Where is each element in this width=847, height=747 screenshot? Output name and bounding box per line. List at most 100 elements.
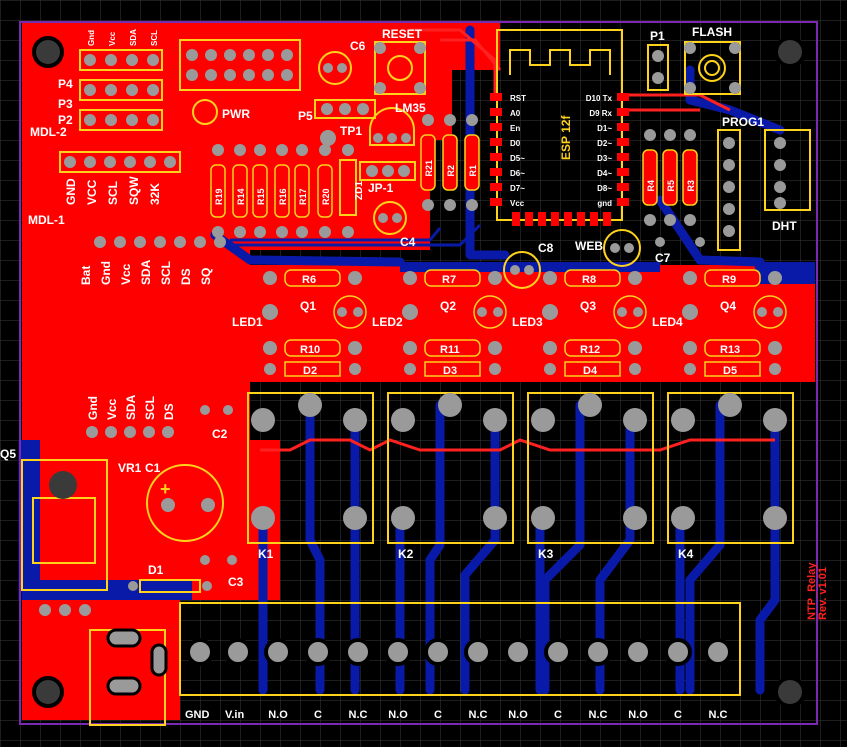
- diode-body: [284, 361, 341, 377]
- lm35-label: LM35: [395, 101, 426, 115]
- terminal-label: N.C: [469, 709, 488, 721]
- mounting-hole-bottom-left: [32, 676, 64, 708]
- terminal-screw: [186, 638, 214, 666]
- transistor-outline: [613, 295, 647, 329]
- led-label: LED1: [232, 315, 263, 329]
- relay-coil-pad: [671, 408, 695, 432]
- relay-nc-pad: [343, 408, 367, 432]
- resistor-label: R13: [720, 344, 740, 356]
- relay-nc-pad: [623, 408, 647, 432]
- c1-capacitor: + C1 VR1: [118, 461, 224, 542]
- resistor-label: R1: [468, 165, 478, 177]
- ds-pad: [214, 236, 226, 248]
- resistor-body: [424, 269, 481, 287]
- resistor-body: [662, 149, 678, 206]
- diode-label: D2: [303, 365, 317, 377]
- resistor-pad: [212, 144, 224, 156]
- resistor-pad: [683, 271, 697, 285]
- ds-pin-label: DS: [179, 268, 193, 285]
- q5-regulator: Q5: [0, 447, 108, 616]
- esp-pin-right: D8~: [597, 184, 612, 193]
- esp-pin-left: A0: [510, 109, 521, 118]
- resistor-body: [464, 134, 480, 191]
- pwr-pad: [205, 49, 217, 61]
- esp-pin-right: D1~: [597, 124, 612, 133]
- pwr-pad: [186, 69, 198, 81]
- resistor-body: [704, 269, 761, 287]
- transistor-outline: [753, 295, 787, 329]
- pwr-pad: [224, 69, 236, 81]
- relay-nc-pad: [483, 408, 507, 432]
- d1-label: D1: [148, 563, 164, 577]
- terminal-screw: [624, 638, 652, 666]
- terminal-screw: [304, 638, 332, 666]
- diode-pad: [264, 363, 276, 375]
- terminal-screw: [584, 638, 612, 666]
- relay-label: K2: [398, 547, 414, 561]
- ds-pin-label: Vcc: [119, 263, 133, 285]
- ds-pad: [194, 236, 206, 248]
- mdl1-label: MDL-1: [28, 213, 65, 227]
- pwr-pad: [243, 49, 255, 61]
- diode-pad: [769, 363, 781, 375]
- led-pad: [542, 304, 558, 320]
- zd1-label: ZD1: [354, 181, 365, 200]
- resistor-pad: [444, 114, 456, 126]
- transistor-pad: [617, 307, 627, 317]
- relay-coil-pad: [391, 506, 415, 530]
- resistor-body: [284, 269, 341, 287]
- resistor-pad: [466, 199, 478, 211]
- resistor-pad: [684, 129, 696, 141]
- relay-coil-pad: [251, 506, 275, 530]
- relay-outline: [667, 392, 794, 544]
- c1-label: C1: [145, 461, 161, 475]
- diode-pad: [544, 363, 556, 375]
- resistor-body: [564, 269, 621, 287]
- c2-header-pad: [143, 426, 155, 438]
- c2-label: C2: [212, 427, 228, 441]
- pwr-label: PWR: [222, 107, 250, 121]
- esp-pin-right: D3~: [597, 154, 612, 163]
- terminal-label: N.O: [508, 709, 528, 721]
- transistor-pad: [757, 307, 767, 317]
- resistor-pad: [276, 226, 288, 238]
- terminal-label: N.O: [388, 709, 408, 721]
- terminal-screw: [704, 638, 732, 666]
- esp-pad-left: [490, 123, 502, 131]
- mdl1-pad: [144, 156, 156, 168]
- esp-pin-left: RST: [510, 94, 526, 103]
- mdl1-pad: [84, 156, 96, 168]
- esp-pad-bottom: [551, 212, 559, 226]
- mdl2-pad: [84, 84, 96, 96]
- resistor-pad: [488, 341, 502, 355]
- transistor-label: Q1: [300, 299, 316, 313]
- resistor-label: R8: [582, 274, 596, 286]
- resistor-pad: [466, 114, 478, 126]
- jp1-label: JP-1: [368, 181, 394, 195]
- transistor-outline: [333, 295, 367, 329]
- mdl2-pin-label: Gnd: [87, 30, 96, 46]
- power-jack: [89, 628, 168, 726]
- pwr-pad: [205, 69, 217, 81]
- c2-header-pad: [105, 426, 117, 438]
- diode-pad: [684, 363, 696, 375]
- dht-label: DHT: [772, 219, 797, 233]
- ds-pad: [134, 236, 146, 248]
- vr1-label: VR1: [118, 461, 142, 475]
- terminal-screw: [344, 638, 372, 666]
- mdl1-pin-label: VCC: [85, 179, 99, 205]
- esp-pin-left: En: [510, 124, 520, 133]
- transistor-pad: [773, 307, 783, 317]
- diode-pad: [489, 363, 501, 375]
- mdl2-pad: [126, 114, 138, 126]
- resistor-pad: [348, 341, 362, 355]
- resistor-label: R14: [236, 188, 246, 205]
- resistor-pad: [319, 144, 331, 156]
- resistor-label: R11: [440, 344, 460, 356]
- esp-pad-left: [490, 93, 502, 101]
- led-label: LED4: [652, 315, 683, 329]
